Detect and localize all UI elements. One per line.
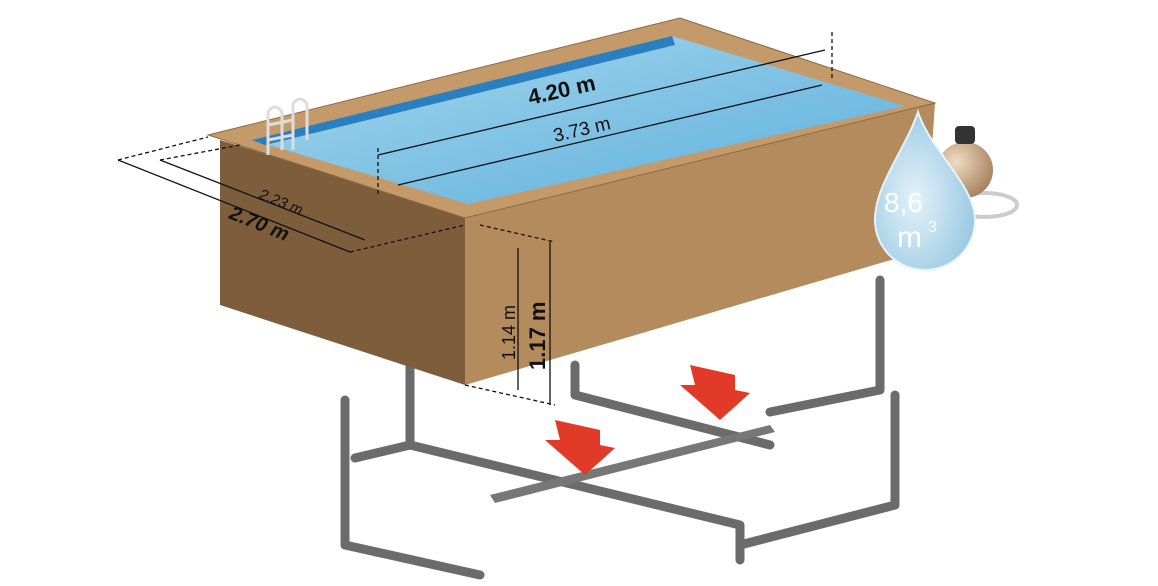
pool-water <box>252 36 905 204</box>
volume-exponent: 3 <box>928 219 937 236</box>
inner-height-label: 1.14 m <box>499 305 519 360</box>
outer-height-label: 1.17 m <box>525 302 550 371</box>
pool-liner-edge <box>252 36 675 145</box>
dimension-lines <box>117 32 833 406</box>
support-plank <box>490 425 775 503</box>
volume-unit: m <box>897 221 922 254</box>
support-frame <box>340 275 900 580</box>
arrow-down-icon <box>545 365 750 475</box>
ladder-icon <box>266 97 309 155</box>
pool-right-wall <box>465 103 935 385</box>
volume-value: 8,6 <box>884 187 923 218</box>
water-volume-drop: 8,6 m 3 <box>873 108 977 271</box>
pool-left-wall <box>220 140 465 385</box>
